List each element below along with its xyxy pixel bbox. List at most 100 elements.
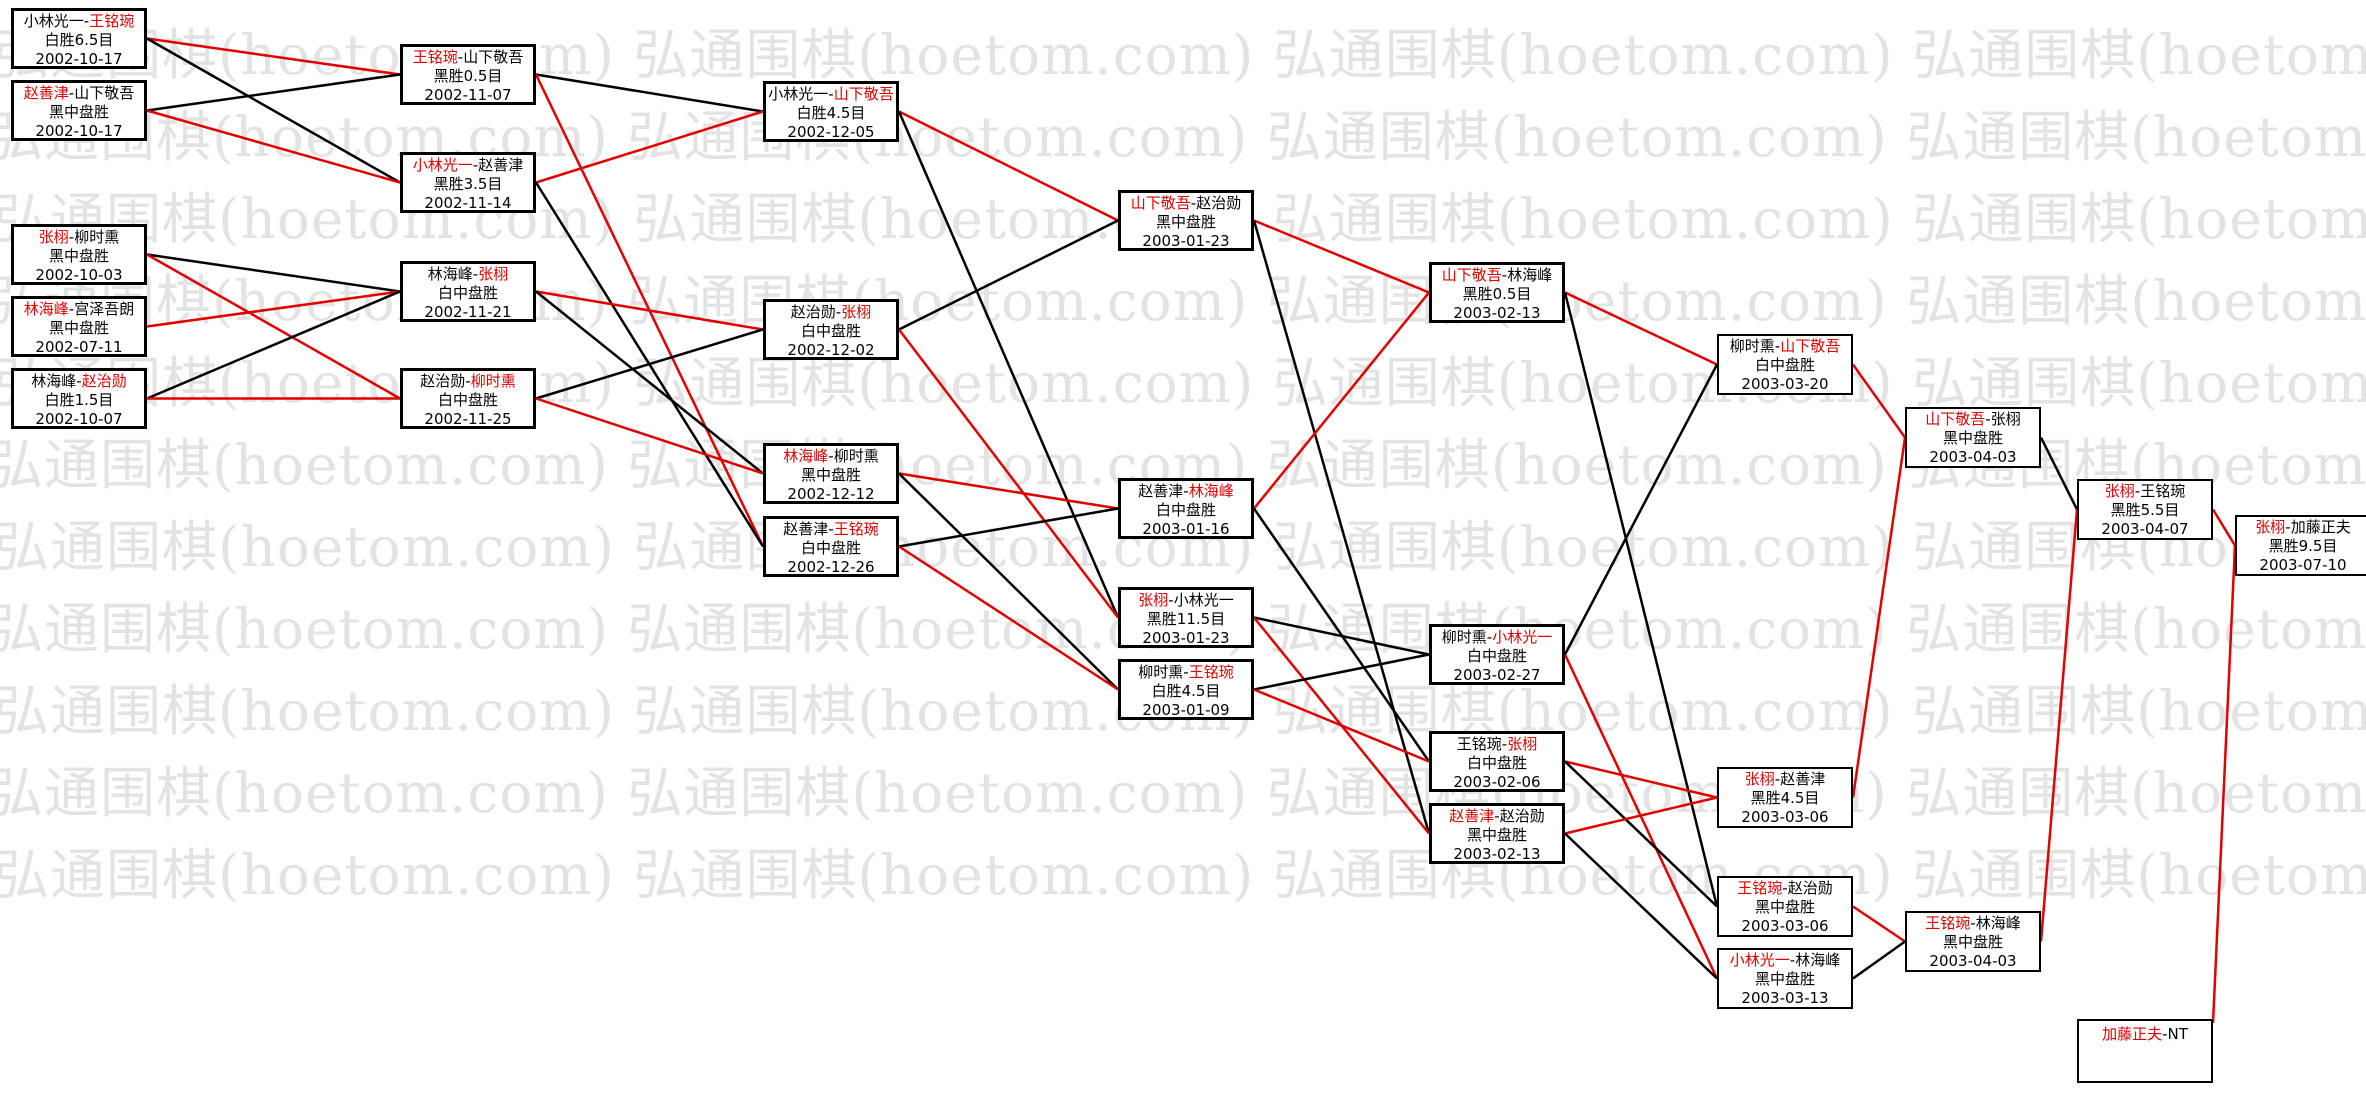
- black-player: 山下敬吾: [1441, 266, 1502, 284]
- match-result: 黑中盘胜: [800, 466, 861, 484]
- white-player: 山下敬吾: [463, 48, 524, 66]
- match-result: 黑胜3.5目: [433, 175, 503, 193]
- match-result: 黑中盘胜: [1754, 898, 1815, 916]
- match-date: 2002-10-17: [35, 50, 123, 68]
- match-players: 张栩-柳时熏: [38, 228, 120, 246]
- match-players: 赵治勋-柳时熏: [420, 372, 516, 390]
- black-player: 小林光一: [1729, 951, 1790, 969]
- match-date: 2003-02-13: [1453, 304, 1541, 322]
- black-player: 张栩: [2104, 482, 2135, 500]
- black-player: 小林光一: [23, 12, 84, 30]
- bracket-link: [1253, 616, 1430, 656]
- black-player: 张栩: [38, 228, 69, 246]
- black-player: 柳时熏: [1138, 663, 1184, 681]
- black-player: 王铭琬: [1925, 914, 1971, 932]
- match-date: 2003-01-23: [1142, 629, 1230, 647]
- match-node-nt[interactable]: 加藤正夫-NT: [2077, 1019, 2213, 1083]
- match-players: 王铭琬-山下敬吾: [412, 48, 524, 66]
- bracket-link: [535, 73, 764, 113]
- match-players: 柳时熏-小林光一: [1441, 628, 1553, 646]
- match-result: 白中盘胜: [437, 284, 498, 302]
- white-player: 赵治勋: [1196, 194, 1242, 212]
- white-player: 柳时熏: [74, 228, 120, 246]
- bracket-link: [1563, 363, 1719, 656]
- white-player: 林海峰: [1795, 951, 1841, 969]
- white-player: 王铭琬: [1188, 663, 1234, 681]
- bracket-link: [146, 109, 401, 184]
- match-result: 黑胜0.5目: [433, 67, 503, 85]
- black-player: 张栩: [1138, 591, 1169, 609]
- match-players: 赵善津-赵治勋: [1449, 807, 1545, 825]
- match-players: 王铭琬-张栩: [1456, 735, 1538, 753]
- match-players: 赵善津-王铭琬: [783, 520, 879, 538]
- match-result: 黑中盘胜: [1754, 970, 1815, 988]
- white-player: 赵善津: [1780, 770, 1826, 788]
- black-player: 赵善津: [1449, 807, 1495, 825]
- bracket-link: [1564, 796, 1718, 835]
- match-result: 黑中盘胜: [48, 103, 109, 121]
- match-players: 加藤正夫-NT: [2102, 1025, 2188, 1043]
- white-player: 赵善津: [478, 156, 524, 174]
- match-result: 黑胜11.5目: [1146, 610, 1226, 628]
- match-players: 张栩-王铭琬: [2104, 482, 2186, 500]
- bracket-link: [146, 37, 401, 184]
- match-result: 黑中盘胜: [1942, 933, 2003, 951]
- white-player: 王铭琬: [89, 12, 135, 30]
- bracket-link: [897, 111, 1120, 618]
- bracket-link: [898, 545, 1119, 691]
- bracket-link: [1253, 688, 1430, 763]
- match-players: 山下敬吾-张栩: [1925, 410, 2021, 428]
- bracket-link: [1253, 219, 1430, 294]
- bracket-link: [1851, 363, 1907, 439]
- match-result: 白胜1.5目: [44, 391, 114, 409]
- black-player: 王铭琬: [1737, 879, 1783, 897]
- white-player: 林海峰: [1507, 266, 1553, 284]
- black-player: 张栩: [2255, 518, 2286, 536]
- bracket-link: [535, 110, 764, 184]
- bracket-link: [2039, 436, 2079, 511]
- match-players: 柳时熏-山下敬吾: [1729, 337, 1841, 355]
- black-player: 张栩: [1744, 770, 1775, 788]
- white-player: 王铭琬: [833, 520, 879, 538]
- white-player: 加藤正夫: [2290, 518, 2351, 536]
- match-date: 2003-03-13: [1741, 989, 1829, 1007]
- match-players: 山下敬吾-赵治勋: [1130, 194, 1242, 212]
- match-date: 2003-01-16: [1142, 520, 1230, 538]
- black-player: 林海峰: [783, 447, 829, 465]
- bracket-link: [535, 290, 764, 331]
- match-result: 黑胜5.5目: [2110, 501, 2180, 519]
- bracket-link: [898, 219, 1119, 331]
- match-result: 白胜4.5目: [1151, 682, 1221, 700]
- bracket-link: [146, 290, 401, 400]
- bracket-link: [1252, 220, 1431, 834]
